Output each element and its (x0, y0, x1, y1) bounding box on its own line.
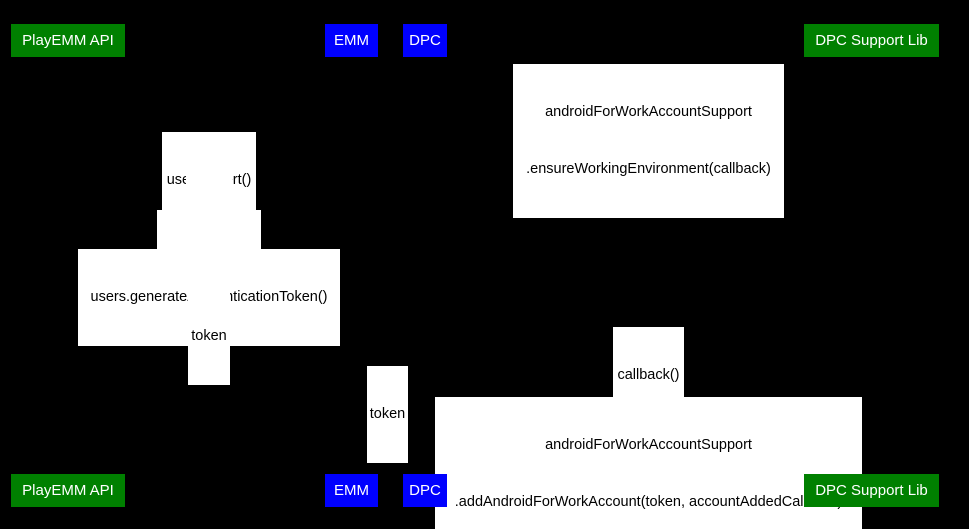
message-line-1: token (191, 328, 227, 344)
message-line-2: .addAndroidForWorkAccount(token, account… (454, 494, 843, 510)
message-add-android-for-work-account: androidForWorkAccountSupport .addAndroid… (435, 397, 862, 529)
participant-label: DPC Support Lib (815, 482, 928, 499)
lifeline-playemm-api (68, 57, 69, 473)
participant-label: DPC (409, 32, 441, 49)
message-line-1: androidForWorkAccountSupport (545, 437, 752, 453)
participant-bottom-playemm-api[interactable]: PlayEMM API (11, 474, 125, 507)
participant-label: EMM (334, 482, 369, 499)
participant-top-dpc[interactable]: DPC (403, 24, 447, 57)
lifeline-dpc (425, 57, 426, 473)
message-token-to-emm: token (188, 288, 230, 385)
participant-label: PlayEMM API (22, 32, 114, 49)
participant-label: DPC (409, 482, 441, 499)
participant-top-emm[interactable]: EMM (325, 24, 378, 57)
participant-top-playemm-api[interactable]: PlayEMM API (11, 24, 125, 57)
participant-label: DPC Support Lib (815, 32, 928, 49)
message-line-1: androidForWorkAccountSupport (545, 104, 752, 120)
message-line-1: callback() (617, 367, 680, 383)
message-line-1: token (369, 406, 406, 422)
lifeline-dpc-support-lib (871, 57, 872, 473)
participant-label: PlayEMM API (22, 482, 114, 499)
message-line-2: .ensureWorkingEnvironment(callback) (526, 161, 771, 177)
message-ensure-working-environment: androidForWorkAccountSupport .ensureWork… (513, 64, 784, 218)
participant-bottom-emm[interactable]: EMM (325, 474, 378, 507)
participant-top-dpc-support-lib[interactable]: DPC Support Lib (804, 24, 939, 57)
participant-label: EMM (334, 32, 369, 49)
message-token-to-dpc: token (367, 366, 408, 463)
participant-bottom-dpc-support-lib[interactable]: DPC Support Lib (804, 474, 939, 507)
lifeline-emm (351, 57, 352, 473)
participant-bottom-dpc[interactable]: DPC (403, 474, 447, 507)
